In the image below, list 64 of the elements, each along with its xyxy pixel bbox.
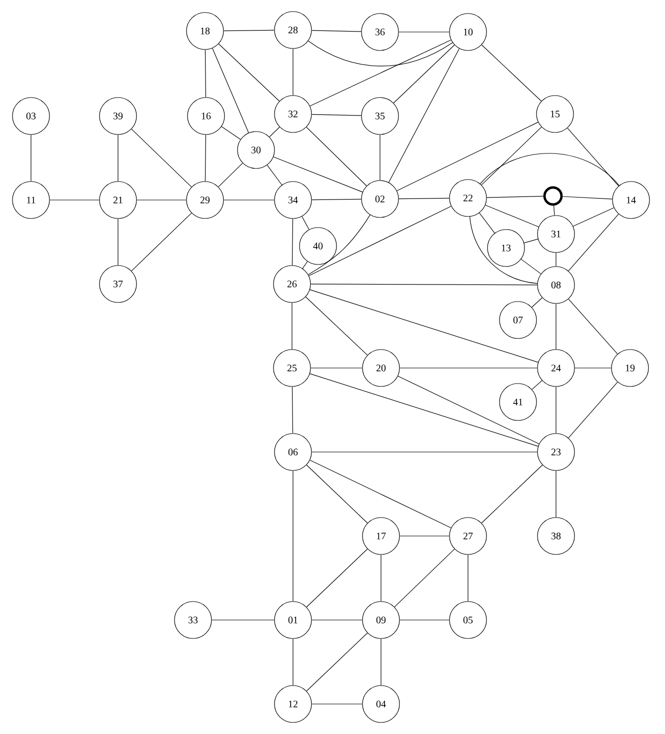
connector-line xyxy=(469,216,538,284)
connector-line xyxy=(292,638,294,686)
connector-line xyxy=(308,206,452,276)
connector-line xyxy=(302,216,310,230)
connector-line xyxy=(481,464,543,524)
connector-line xyxy=(572,207,614,227)
connector-line xyxy=(308,40,453,66)
connector-line xyxy=(306,548,368,608)
connector-line xyxy=(266,164,282,186)
connector-line xyxy=(312,30,362,32)
connector-line xyxy=(308,214,370,275)
connector-line xyxy=(568,214,619,272)
connector-line xyxy=(131,128,192,188)
connector-line xyxy=(310,289,538,363)
connector-line xyxy=(306,632,368,692)
connector-line xyxy=(532,297,542,308)
connector-line xyxy=(310,460,452,528)
connector-line xyxy=(302,261,308,269)
connector-line xyxy=(562,196,613,200)
connector-line xyxy=(204,50,206,98)
connector-line xyxy=(480,153,620,186)
connector-line xyxy=(388,48,460,183)
connector-line xyxy=(218,162,243,188)
ring xyxy=(543,186,563,206)
connector-line xyxy=(212,48,249,134)
connector-line xyxy=(218,44,280,102)
connector-line xyxy=(305,296,368,356)
connector-line xyxy=(310,284,538,286)
connector-line xyxy=(520,258,542,274)
connector-line xyxy=(396,122,538,192)
connector-line xyxy=(273,156,363,192)
connector-line xyxy=(567,128,619,186)
connector-line xyxy=(553,205,555,216)
connector-line xyxy=(568,382,618,438)
connector-line xyxy=(312,114,362,116)
connector-line xyxy=(269,126,280,138)
connector-line xyxy=(306,126,367,186)
connector-line xyxy=(380,638,382,686)
connector-line xyxy=(310,373,538,447)
connector-line xyxy=(224,30,274,32)
connector-line xyxy=(485,204,539,228)
connector-line xyxy=(204,134,206,182)
connector-line xyxy=(292,218,294,266)
connector-line xyxy=(393,44,455,104)
connector-line xyxy=(310,40,452,106)
connector-line xyxy=(568,298,618,354)
connector-line xyxy=(479,212,495,234)
connector-line xyxy=(292,386,294,434)
connector-line xyxy=(486,196,544,198)
connector-line xyxy=(292,48,294,96)
connector-line xyxy=(306,464,368,524)
connector-line xyxy=(380,554,382,602)
connector-line xyxy=(532,380,542,390)
connector-line xyxy=(481,126,542,186)
connector-line xyxy=(398,376,540,444)
connector-line xyxy=(221,126,241,140)
connector-line xyxy=(524,238,538,244)
connector-line xyxy=(394,548,455,608)
connector-line xyxy=(312,198,362,200)
connector-line xyxy=(292,470,294,602)
connector-line xyxy=(398,198,450,200)
connector-line xyxy=(131,212,192,272)
connector-line xyxy=(30,134,32,182)
connector-line xyxy=(481,44,542,102)
